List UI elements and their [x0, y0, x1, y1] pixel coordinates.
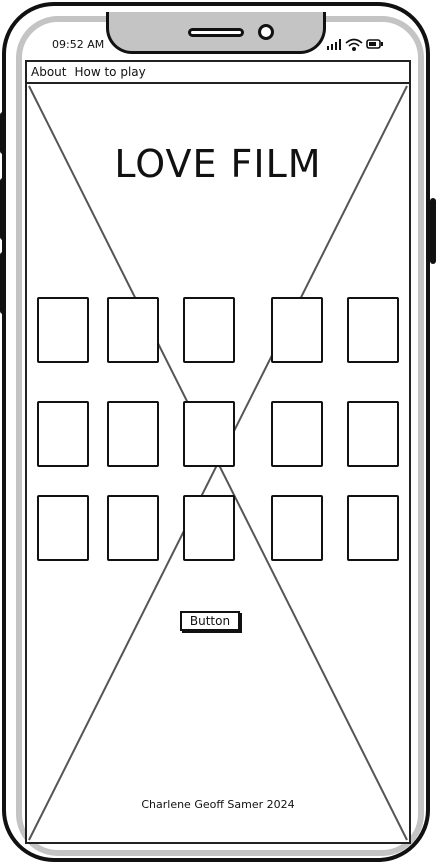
phone-side-button	[0, 112, 6, 154]
card-tile[interactable]	[183, 401, 235, 467]
card-tile[interactable]	[271, 297, 323, 363]
nav-link-about[interactable]: About	[31, 65, 67, 79]
front-camera	[258, 24, 274, 40]
status-icons	[326, 36, 386, 55]
card-tile[interactable]	[37, 401, 89, 467]
main-button[interactable]: Button	[180, 611, 240, 631]
screen: About How to play LOVE FILM Button Charl…	[25, 60, 411, 844]
card-tile[interactable]	[37, 297, 89, 363]
card-tile[interactable]	[183, 495, 235, 561]
footer-text: Charlene Geoff Samer 2024	[141, 798, 295, 811]
card-tile[interactable]	[347, 495, 399, 561]
navbar: About How to play	[27, 62, 409, 84]
card-tile[interactable]	[271, 495, 323, 561]
phone-side-button	[0, 252, 6, 314]
wifi-icon	[345, 38, 363, 52]
phone-side-button	[0, 178, 6, 240]
card-tile[interactable]	[107, 495, 159, 561]
status-time: 09:52 AM	[52, 38, 105, 51]
phone-power-button	[430, 198, 436, 264]
card-tile[interactable]	[107, 297, 159, 363]
signal-icon	[327, 39, 341, 50]
card-tile[interactable]	[347, 297, 399, 363]
card-tile[interactable]	[107, 401, 159, 467]
card-tile[interactable]	[183, 297, 235, 363]
card-tile[interactable]	[37, 495, 89, 561]
battery-icon	[366, 39, 383, 49]
speaker-grille	[188, 28, 244, 37]
nav-link-how-to-play[interactable]: How to play	[74, 65, 146, 79]
page-title: LOVE FILM	[114, 142, 322, 186]
card-tile[interactable]	[347, 401, 399, 467]
card-tile[interactable]	[271, 401, 323, 467]
